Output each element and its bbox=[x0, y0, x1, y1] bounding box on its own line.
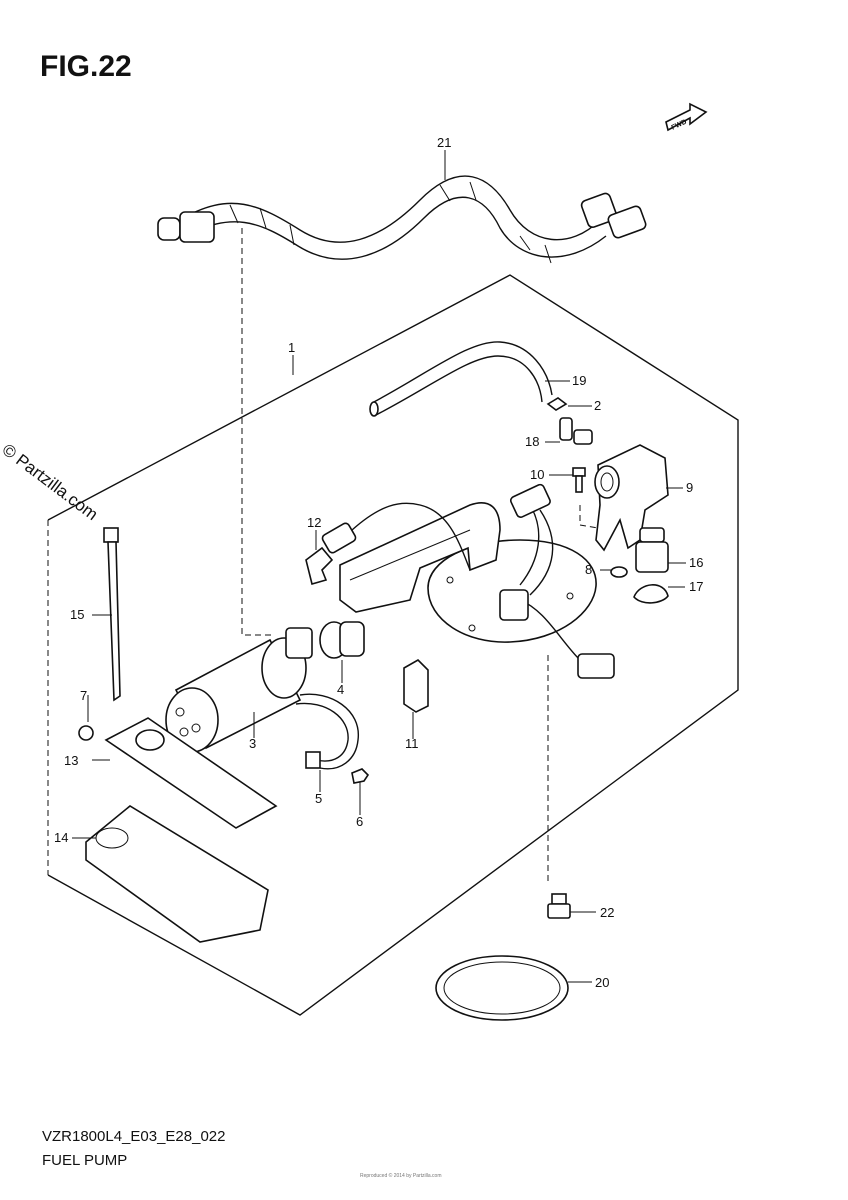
figure-title: FIG.22 bbox=[40, 50, 132, 83]
section-name: FUEL PUMP bbox=[42, 1152, 128, 1169]
plate-gasket bbox=[435, 955, 569, 1021]
cable-tie bbox=[103, 527, 121, 702]
valve-bolt bbox=[572, 467, 586, 493]
wire-holder bbox=[403, 659, 429, 713]
leader-harness-to-pump bbox=[241, 228, 272, 636]
pump-wires bbox=[351, 483, 615, 679]
callout-19: 19 bbox=[572, 373, 586, 388]
plate-bolt bbox=[547, 893, 571, 919]
callout-3: 3 bbox=[249, 736, 256, 751]
o-ring-small bbox=[610, 566, 628, 578]
callout-8: 8 bbox=[585, 562, 592, 577]
regulator-clip bbox=[633, 584, 669, 604]
callout-labels: 21 1 19 2 18 10 9 12 8 16 17 15 7 13 3 4… bbox=[54, 135, 703, 990]
pump-band bbox=[295, 693, 359, 770]
callout-13: 13 bbox=[64, 753, 78, 768]
pipe-fitting bbox=[559, 417, 593, 445]
pump-bracket bbox=[339, 502, 501, 613]
callout-16: 16 bbox=[689, 555, 703, 570]
callout-21: 21 bbox=[437, 135, 451, 150]
callout-12: 12 bbox=[307, 515, 321, 530]
fine-print: Reproduced © 2014 by Partzilla.com bbox=[360, 1173, 442, 1179]
callout-6: 6 bbox=[356, 814, 363, 829]
nut bbox=[78, 725, 94, 741]
fuel-pump bbox=[165, 627, 313, 753]
callout-18: 18 bbox=[525, 434, 539, 449]
callout-2: 2 bbox=[594, 398, 601, 413]
model-code: VZR1800L4_E03_E28_022 bbox=[42, 1128, 226, 1145]
band-screw bbox=[351, 768, 370, 784]
callout-10: 10 bbox=[530, 467, 544, 482]
callout-9: 9 bbox=[686, 480, 693, 495]
fwd-arrow-icon: FWD bbox=[665, 102, 708, 132]
pump-damper bbox=[319, 621, 365, 659]
assembly-outline bbox=[47, 274, 739, 1016]
callout-22: 22 bbox=[600, 905, 614, 920]
callout-14: 14 bbox=[54, 830, 68, 845]
callout-11: 11 bbox=[405, 736, 419, 751]
wiring-harness bbox=[157, 175, 647, 264]
pressure-regulator bbox=[635, 527, 669, 573]
fuel-hose bbox=[369, 341, 553, 417]
hose-clip bbox=[546, 397, 568, 411]
callout-20: 20 bbox=[595, 975, 609, 990]
callout-15: 15 bbox=[70, 607, 84, 622]
pressure-valve-housing bbox=[594, 444, 669, 552]
callout-5: 5 bbox=[315, 791, 322, 806]
callout-7: 7 bbox=[80, 688, 87, 703]
callout-leaders bbox=[72, 150, 686, 983]
callout-17: 17 bbox=[689, 579, 703, 594]
filter-cover bbox=[85, 805, 269, 943]
wire-clamp bbox=[305, 522, 357, 585]
callout-4: 4 bbox=[337, 682, 344, 697]
callout-1: 1 bbox=[288, 340, 295, 355]
filter-inlet bbox=[135, 729, 165, 751]
